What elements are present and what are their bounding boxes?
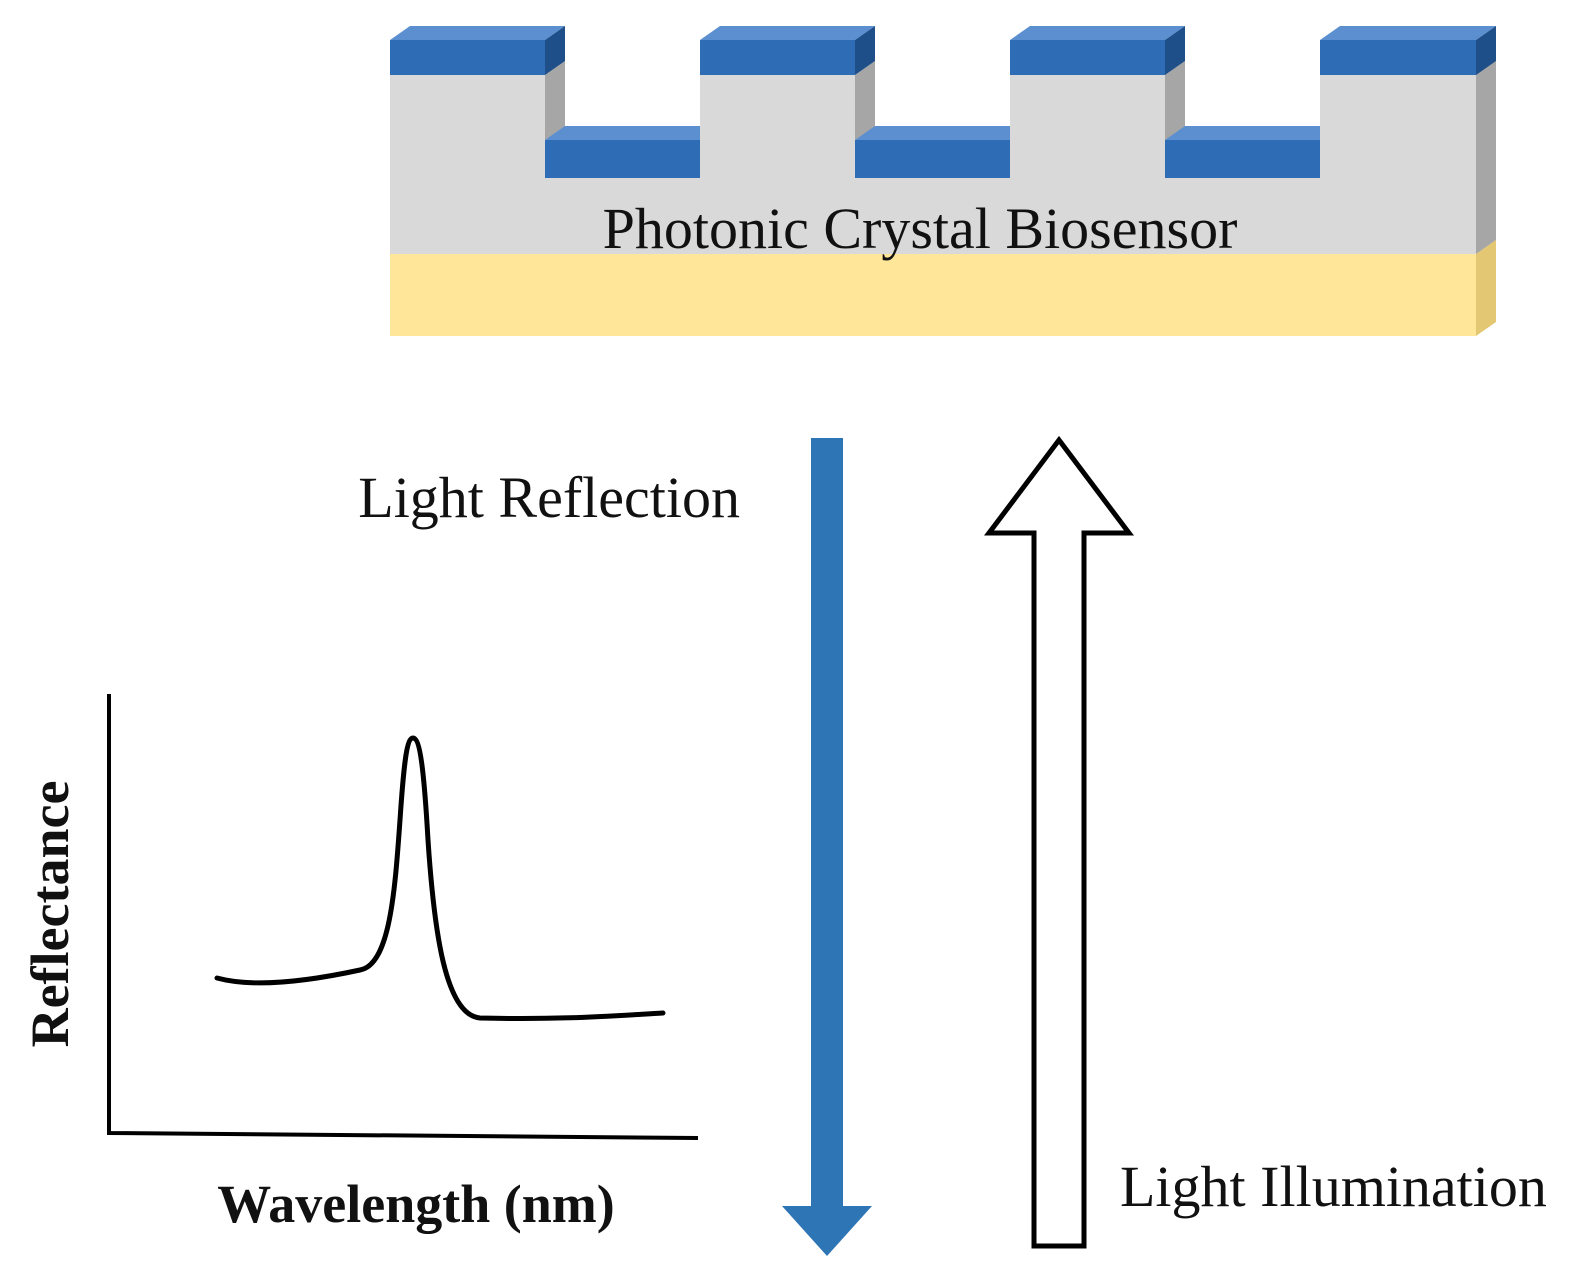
photonic-crystal-sensor: Photonic Crystal Biosensor xyxy=(390,26,1496,336)
ridge-cap-1 xyxy=(390,26,565,75)
inset-x-axis-label: Wavelength (nm) xyxy=(217,1174,615,1234)
sensor-label: Photonic Crystal Biosensor xyxy=(603,196,1238,261)
light-reflection-label: Light Reflection xyxy=(358,465,740,530)
groove-wall-2 xyxy=(855,61,875,140)
ridge-cap-4 xyxy=(1320,26,1496,75)
light-illumination-label: Light Illumination xyxy=(1120,1154,1547,1219)
base-layer-side xyxy=(1476,240,1496,336)
groove-wall-3 xyxy=(1165,61,1185,140)
groove-layer-3 xyxy=(1165,126,1320,178)
ridge-cap-2 xyxy=(700,26,875,75)
substrate-side-right xyxy=(1476,44,1496,254)
light-reflection-arrow xyxy=(782,438,872,1256)
groove-wall-1 xyxy=(545,61,565,140)
reflectance-inset-plot: Wavelength (nm) Reflectance xyxy=(20,694,699,1234)
base-layer-front xyxy=(390,254,1476,336)
ridge-cap-3 xyxy=(1010,26,1185,75)
light-illumination-arrow xyxy=(983,435,1135,1249)
groove-layer-2 xyxy=(855,126,1010,178)
grating-substrate xyxy=(390,75,1476,254)
inset-y-axis-label: Reflectance xyxy=(20,781,80,1048)
plot-axes xyxy=(107,694,699,1140)
groove-layer-1 xyxy=(545,126,700,178)
reflectance-curve xyxy=(214,735,666,1022)
